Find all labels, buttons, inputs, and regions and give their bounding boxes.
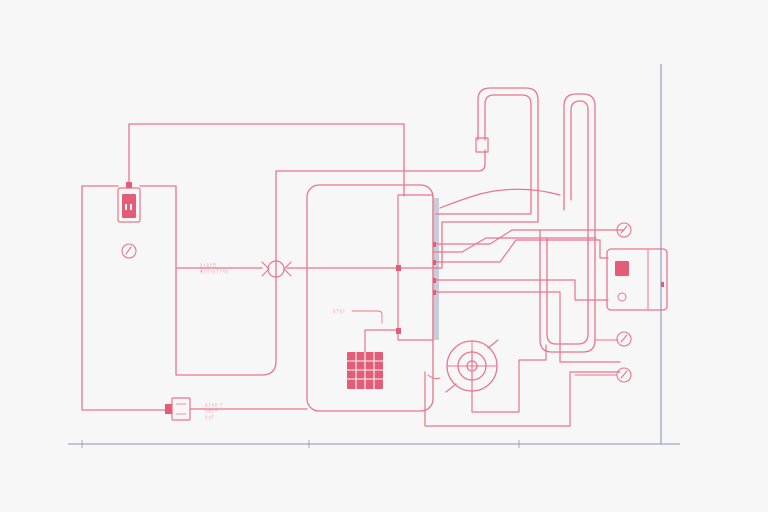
fan-return-wire <box>471 344 547 413</box>
left-outer-wire <box>81 185 166 411</box>
junction-valve-icon <box>261 260 292 278</box>
heater-tag-label: ᛒᛉᛒᚨ <box>333 309 346 315</box>
control-panel-shadow <box>433 198 439 340</box>
heater-lead-wire <box>364 329 399 353</box>
left-fuse-icon <box>117 182 141 223</box>
control-to-right-wire-e <box>432 291 621 363</box>
fan-wheel-icon <box>427 339 499 393</box>
control-to-right-wire-f <box>439 188 561 209</box>
right-pipe-inner <box>546 100 589 345</box>
bottom-connector-icon <box>165 397 191 421</box>
right-gauge-middle-icon <box>616 331 632 347</box>
lower-right-wire <box>424 371 621 427</box>
left-inner-wire <box>139 149 486 376</box>
right-gauge-bottom-icon <box>616 367 632 383</box>
wiring <box>81 87 625 427</box>
center-pipe-loop <box>397 87 539 269</box>
pipe-coupling <box>475 137 489 153</box>
control-to-right-wire-c <box>432 239 609 263</box>
heater-tag-leader <box>351 310 383 324</box>
right-pipe-loop <box>539 93 596 353</box>
control-to-right-wire-d <box>432 279 609 301</box>
control-box-icon <box>606 248 668 311</box>
top-left-loop-wire <box>128 123 405 197</box>
left-gauge-icon <box>121 243 137 259</box>
heater-grid-icon <box>347 352 383 389</box>
control-panel-terminals <box>396 242 436 334</box>
control-to-right-wire-b <box>432 237 597 253</box>
control-to-right-wire-a <box>432 229 625 245</box>
diagram-frame-axes <box>68 64 680 448</box>
right-gauge-top-icon <box>616 222 632 238</box>
center-pipe-inner <box>435 94 532 215</box>
